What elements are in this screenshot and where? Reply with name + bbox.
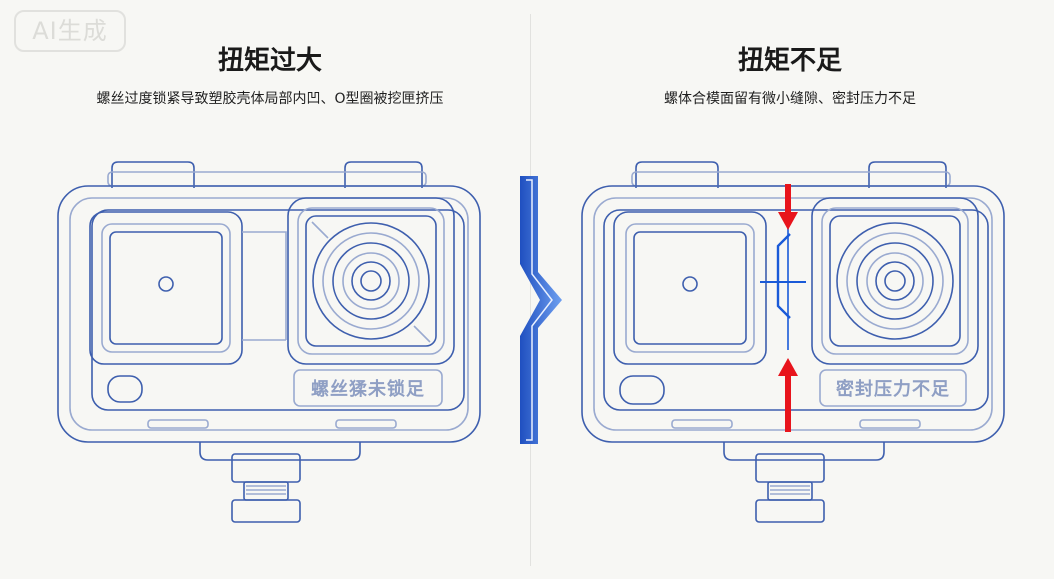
top-clip-right: [344, 161, 423, 188]
right-panel-title: 扭矩不足: [737, 46, 842, 76]
housing-outer: [57, 185, 481, 443]
side-button: [107, 375, 143, 403]
side-button: [619, 375, 665, 405]
left-annotation-text: 螺丝猱未锁足: [311, 378, 425, 400]
left-annotation-box: [293, 369, 443, 407]
housing-outer: [581, 185, 1005, 443]
bottom-tab: [199, 442, 361, 461]
lens-ring-3: [351, 261, 391, 301]
top-clip-right: [868, 161, 947, 188]
inner-frame: [603, 209, 989, 411]
left-panel-title: 扭矩过大: [217, 46, 322, 76]
left-panel-subtitle: 螺丝过度锁紧导致塑胶壳体局部内凹、O型圈被挖匣挤压: [96, 91, 444, 107]
left-camera-housing-diagram: 螺丝猱未锁足: [57, 161, 481, 523]
right-camera-housing-diagram: 密封压力不足: [581, 161, 1005, 523]
screw-thread: [243, 481, 289, 501]
screw-nut-top: [755, 453, 825, 483]
screen-module-outer: [89, 211, 243, 365]
top-rail: [631, 171, 951, 187]
top-clip-left: [111, 161, 195, 188]
housing-inner: [69, 197, 469, 431]
screen-module-outer: [613, 211, 767, 365]
right-annotation-text: 密封压力不足: [836, 378, 950, 400]
housing-inner: [593, 197, 993, 431]
lens-module-outer: [287, 197, 455, 365]
panel-divider: [530, 14, 531, 566]
lens-ring-2: [332, 242, 410, 320]
screen-dot: [682, 276, 698, 292]
lens-module-outer: [811, 197, 979, 365]
screen-display: [109, 231, 223, 345]
top-clip-left: [635, 161, 719, 188]
right-annotation-box: [819, 369, 967, 407]
screw-nut-bottom: [231, 499, 301, 523]
right-panel-subtitle: 螺体合模面留有微小缝隙、密封压力不足: [664, 91, 916, 107]
screen-display: [633, 231, 747, 345]
screw-thread: [767, 481, 813, 501]
inner-frame: [91, 209, 465, 411]
lens-center: [360, 270, 382, 292]
lens-ring-1: [312, 222, 430, 340]
top-rail: [107, 171, 427, 187]
pressure-arrow-up-icon: [778, 358, 798, 432]
transition-chevron-icon: [520, 176, 562, 444]
screw-nut-bottom: [755, 499, 825, 523]
screen-dot: [158, 276, 174, 292]
seam-gap: [776, 233, 791, 319]
ai-generated-watermark: AI生成: [14, 10, 126, 52]
bottom-tab: [723, 442, 885, 461]
pressure-arrow-down-icon: [778, 184, 798, 230]
screw-nut-top: [231, 453, 301, 483]
